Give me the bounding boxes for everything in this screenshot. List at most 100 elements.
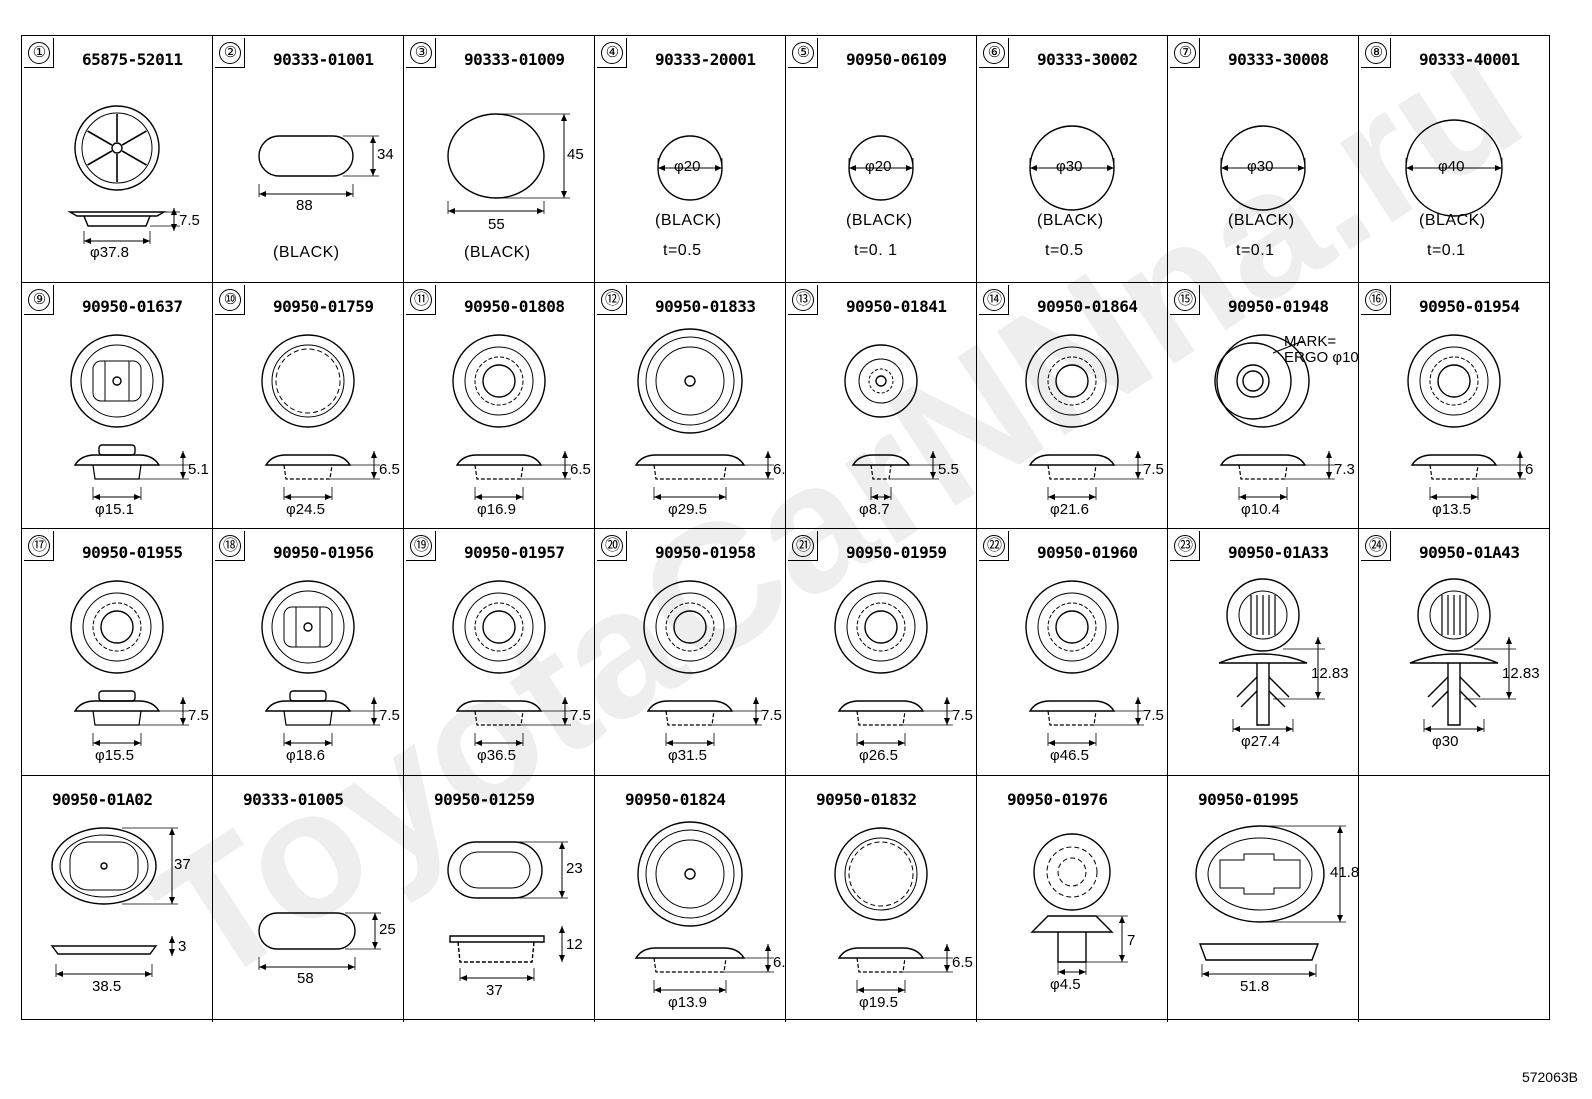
diameter-label: φ19.5 <box>859 993 898 1011</box>
height-label: 41.8 <box>1330 863 1359 881</box>
part-number: 90950-01841 <box>846 296 947 316</box>
thickness-note: t=0.5 <box>1045 242 1084 259</box>
callout-number: ⑫ <box>601 288 623 311</box>
part-number: 90950-01956 <box>273 543 374 562</box>
callout-number: ㉔ <box>1365 535 1387 557</box>
callout-box: ⑦ <box>1170 38 1200 68</box>
callout-number: ⑯ <box>1365 288 1387 311</box>
mark-label: MARK= <box>1284 332 1337 350</box>
height-label: 45 <box>567 146 584 163</box>
height-label: 34 <box>377 146 394 163</box>
part-number: 90333-01001 <box>273 50 374 69</box>
height-label: 7.3 <box>1334 460 1355 478</box>
diameter-label: φ31.5 <box>668 747 707 764</box>
height-label: 23 <box>566 859 583 877</box>
callout-number: ⑤ <box>792 42 814 64</box>
width-label: 38.5 <box>92 977 122 995</box>
part-drawing <box>634 327 774 500</box>
height-label: 7.5 <box>179 212 200 229</box>
callout-box: ⑱ <box>215 531 245 561</box>
diameter-label: φ8.7 <box>859 500 890 518</box>
callout-number: ③ <box>410 42 432 64</box>
part-number: 90333-30002 <box>1037 50 1138 69</box>
part-drawing <box>844 343 939 500</box>
diameter-label: φ40 <box>1438 158 1465 175</box>
callout-box: ⑤ <box>788 38 818 68</box>
height-label: 7.5 <box>1143 707 1164 724</box>
part-drawing <box>848 135 914 201</box>
height-label: 6.5 <box>773 460 786 478</box>
part-drawing <box>50 826 178 977</box>
callout-number: ⑲ <box>410 535 432 557</box>
width-label: 55 <box>488 216 505 233</box>
part-drawing <box>70 580 189 746</box>
callout-box: ⑨ <box>24 284 54 315</box>
callout-number: ② <box>219 42 241 64</box>
part-number: 90950-01759 <box>273 296 374 316</box>
callout-box: ⑲ <box>406 531 436 561</box>
part-number: 90950-01976 <box>1007 789 1108 809</box>
height-label: 7.5 <box>1143 460 1164 478</box>
part-number: 90333-20001 <box>655 50 756 69</box>
part-number: 90950-01832 <box>816 789 917 809</box>
height-label: 3 <box>178 937 187 955</box>
part-number: 90950-01637 <box>82 296 183 316</box>
mark-label: ERGO φ10 <box>1284 348 1359 366</box>
color-note: (BLACK) <box>273 244 340 261</box>
callout-box: ④ <box>597 38 627 68</box>
part-drawing <box>258 135 379 197</box>
callout-number: ⑱ <box>219 535 241 557</box>
callout-number: ⑬ <box>792 288 814 311</box>
height-label: 6 <box>1525 460 1534 478</box>
part-drawing <box>1029 125 1115 211</box>
part-number: 90333-30008 <box>1228 50 1329 69</box>
part-number: 90950-01958 <box>655 543 756 562</box>
callout-box: ⑪ <box>406 284 436 315</box>
callout-number: ⑧ <box>1365 42 1387 64</box>
part-drawing <box>1220 125 1306 211</box>
diameter-label: φ13.9 <box>668 993 707 1011</box>
diameter-label: φ30 <box>1056 158 1083 175</box>
height-label: 6.5 <box>773 953 786 971</box>
part-number: 90950-01995 <box>1198 789 1299 809</box>
part-cell: 90950-01A02 38.5 37 3 <box>22 775 213 1022</box>
diameter-label: φ36.5 <box>477 747 516 764</box>
height-label: 12 <box>566 935 583 953</box>
callout-number: ㉒ <box>983 535 1005 557</box>
callout-box: ⑭ <box>979 284 1009 315</box>
diameter-label: φ4.5 <box>1050 975 1081 993</box>
part-drawing <box>258 911 381 970</box>
part-drawing <box>447 113 570 214</box>
part-drawing <box>834 580 953 746</box>
callout-number: ⑩ <box>219 288 241 311</box>
diameter-label: φ15.5 <box>95 747 134 764</box>
diameter-label: φ20 <box>674 158 701 175</box>
part-number: 90950-01A02 <box>52 789 153 809</box>
callout-box: ㉓ <box>1170 531 1200 561</box>
color-note: (BLACK) <box>1228 212 1295 229</box>
height-label: 37 <box>174 855 191 873</box>
height-label: 5.5 <box>938 460 959 478</box>
width-label: 88 <box>296 197 313 214</box>
diameter-label: φ16.9 <box>477 500 516 518</box>
part-number: 90333-40001 <box>1419 50 1520 69</box>
callout-box: ㉔ <box>1361 531 1391 561</box>
callout-number: ⑪ <box>410 288 432 311</box>
part-number: 90950-01959 <box>846 543 947 562</box>
part-drawing <box>452 580 571 746</box>
diameter-label: φ46.5 <box>1050 747 1089 764</box>
